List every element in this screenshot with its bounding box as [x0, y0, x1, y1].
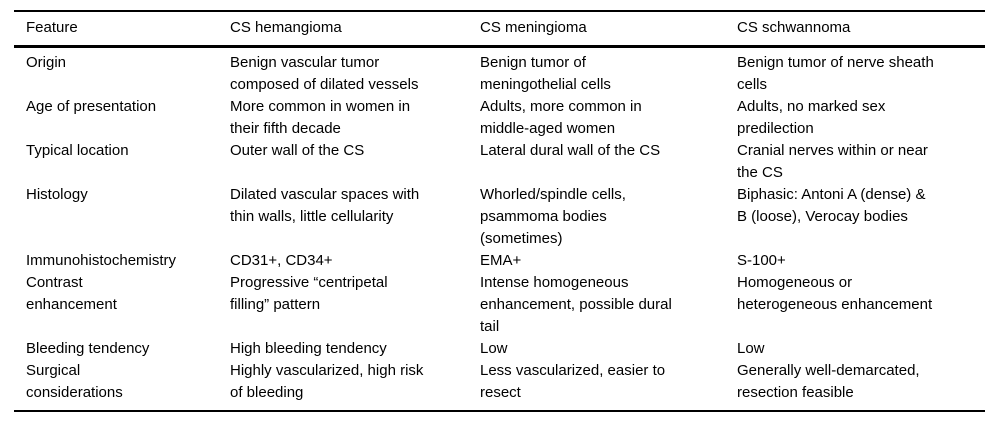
comparison-table: Feature CS hemangioma CS meningioma CS s… — [14, 10, 985, 412]
table-cell: Homogeneous or heterogeneous enhancement — [737, 274, 933, 313]
feature-label: Age of presentation — [26, 98, 157, 115]
feature-label: Immunohistochemistry — [26, 252, 177, 269]
table-row-contrast-enhancement: Contrast enhancement Progressive “centri… — [14, 272, 985, 338]
table-row-immunohistochemistry: Immunohistochemistry CD31+, CD34+ EMA+ S… — [14, 250, 985, 272]
header-row: Feature CS hemangioma CS meningioma CS s… — [14, 11, 985, 48]
feature-label: Bleeding tendency — [26, 340, 150, 357]
table-cell: Low — [480, 340, 508, 357]
table-cell: Biphasic: Antoni A (dense) & B (loose), … — [737, 186, 926, 225]
table-cell: Progressive “centripetal filling” patter… — [230, 274, 388, 313]
table-cell: Generally well-demarcated, resection fea… — [737, 362, 920, 401]
table-row-bleeding-tendency: Bleeding tendency High bleeding tendency… — [14, 338, 985, 360]
table-row-age-of-presentation: Age of presentation More common in women… — [14, 96, 985, 140]
table-cell: Benign vascular tumor composed of dilate… — [230, 54, 419, 93]
feature-label: Contrast enhancement — [26, 274, 117, 313]
table-cell: Benign tumor of nerve sheath cells — [737, 54, 934, 93]
table-cell: Dilated vascular spaces with thin walls,… — [230, 186, 420, 225]
table-row-origin: Origin Benign vascular tumor composed of… — [14, 47, 985, 97]
table-cell: Low — [737, 340, 765, 357]
table-cell: Less vascularized, easier to resect — [480, 362, 666, 401]
table-cell: High bleeding tendency — [230, 340, 387, 357]
feature-label: Histology — [26, 186, 88, 203]
table-row-histology: Histology Dilated vascular spaces with t… — [14, 184, 985, 250]
column-header-cs-meningioma: CS meningioma — [468, 11, 725, 48]
table-cell: More common in women in their fifth deca… — [230, 98, 411, 137]
column-header-cs-hemangioma: CS hemangioma — [218, 11, 468, 48]
table-cell: Adults, no marked sex predilection — [737, 98, 886, 137]
table-cell: Outer wall of the CS — [230, 142, 365, 159]
table-cell: Intense homogeneous enhancement, possibl… — [480, 274, 672, 335]
feature-label: Origin — [26, 54, 67, 71]
table-cell: EMA+ — [480, 252, 522, 269]
table-cell: Highly vascularized, high risk of bleedi… — [230, 362, 424, 401]
comparison-table-container: Feature CS hemangioma CS meningioma CS s… — [14, 10, 985, 412]
table-cell: CD31+, CD34+ — [230, 252, 333, 269]
table-cell: S-100+ — [737, 252, 786, 269]
table-cell: Whorled/spindle cells, psammoma bodies (… — [480, 186, 626, 247]
table-cell: Lateral dural wall of the CS — [480, 142, 661, 159]
table-cell: Benign tumor of meningothelial cells — [480, 54, 611, 93]
feature-label: Typical location — [26, 142, 129, 159]
feature-label: Surgical considerations — [26, 362, 123, 401]
table-row-typical-location: Typical location Outer wall of the CS La… — [14, 140, 985, 184]
table-row-surgical-considerations: Surgical considerations Highly vasculari… — [14, 360, 985, 411]
table-cell: Cranial nerves within or near the CS — [737, 142, 928, 181]
table-cell: Adults, more common in middle-aged women — [480, 98, 642, 137]
column-header-cs-schwannoma: CS schwannoma — [725, 11, 985, 48]
column-header-feature: Feature — [14, 11, 218, 48]
